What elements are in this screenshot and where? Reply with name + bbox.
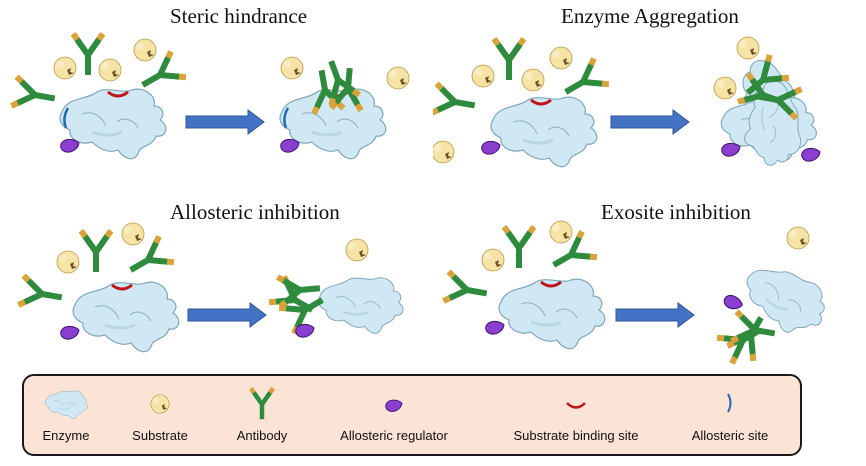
substrate-icon <box>98 58 122 82</box>
arrow-icon <box>185 109 265 135</box>
allosteric-regulator-icon <box>60 138 80 153</box>
allosteric-regulator-icon <box>721 292 745 314</box>
arrow-icon <box>610 109 690 135</box>
legend-label: Enzyme <box>42 428 90 443</box>
allosteric-inhibition-illustration <box>16 222 405 354</box>
panel-steric-hindrance: Steric hindrance <box>0 0 433 185</box>
legend-label: Substrate binding site <box>513 428 639 443</box>
enzyme-icon <box>497 277 607 351</box>
panel-title: Exosite inhibition <box>601 200 751 224</box>
substrate-icon <box>471 64 495 88</box>
substrate-icon <box>53 56 77 80</box>
enzyme-icon <box>489 95 599 169</box>
substrate-icon <box>280 56 304 80</box>
allosteric-regulator-icon <box>481 140 501 155</box>
panel-allosteric-inhibition: Allosteric inhibition <box>0 190 433 375</box>
enzyme-icon <box>317 276 405 335</box>
antibody-icon <box>78 228 114 272</box>
antibody-icon <box>16 272 65 315</box>
substrate-icon <box>386 66 410 90</box>
antibody-icon <box>433 80 478 123</box>
allosteric-regulator-icon <box>295 323 315 338</box>
antibody-icon <box>248 386 276 420</box>
allosteric-site-icon <box>63 107 70 129</box>
allosteric-site-icon <box>727 393 732 413</box>
steric-hindrance-illustration <box>9 31 410 161</box>
substrate-icon <box>521 68 545 92</box>
enzyme-icon <box>44 390 88 420</box>
substrate-icon <box>713 76 737 100</box>
panel-title: Enzyme Aggregation <box>561 4 739 28</box>
panel-title: Steric hindrance <box>170 4 308 28</box>
substrate-icon <box>549 220 573 244</box>
substrate-icon <box>56 250 80 274</box>
substrate-binding-site-icon <box>540 280 562 288</box>
substrate-icon <box>345 238 369 262</box>
allosteric-regulator-icon <box>801 147 821 162</box>
substrate-binding-site-icon <box>111 283 133 291</box>
allosteric-regulator-icon <box>721 142 741 157</box>
antibody-icon <box>501 224 537 268</box>
substrate-icon <box>433 140 455 164</box>
substrate-icon <box>481 248 505 272</box>
substrate-icon <box>736 36 760 60</box>
enzyme-icon <box>71 280 181 354</box>
legend: Enzyme Substrate Antibody Allosteric reg… <box>22 374 802 456</box>
allosteric-regulator-icon <box>60 325 80 340</box>
legend-label: Allosteric regulator <box>340 428 448 443</box>
legend-label: Allosteric site <box>691 428 769 443</box>
substrate-binding-site-icon <box>107 90 129 98</box>
arrow-icon <box>615 302 695 328</box>
allosteric-regulator-icon <box>485 320 505 335</box>
legend-label: Antibody <box>236 428 288 443</box>
allosteric-regulator-icon <box>280 138 300 153</box>
antibody-icon <box>9 73 58 116</box>
substrate-icon <box>133 38 157 62</box>
substrate-icon <box>150 394 170 414</box>
exosite-inhibition-illustration <box>441 220 836 367</box>
allosteric-regulator-icon <box>385 399 403 412</box>
antibody-icon <box>491 36 527 80</box>
substrate-binding-site-icon <box>530 98 552 106</box>
allosteric-site-icon <box>283 107 290 129</box>
panel-exosite-inhibition: Exosite inhibition <box>433 190 866 375</box>
antibody-icon <box>266 273 322 326</box>
antibody-icon <box>441 268 490 311</box>
substrate-icon <box>786 226 810 250</box>
substrate-icon <box>549 46 573 70</box>
substrate-binding-site-icon <box>566 402 586 409</box>
panel-enzyme-aggregation: Enzyme Aggregation <box>433 0 866 185</box>
arrow-icon <box>187 302 267 328</box>
substrate-icon <box>121 222 145 246</box>
legend-label: Substrate <box>132 428 188 443</box>
enzyme-aggregation-illustration <box>433 36 821 169</box>
panel-title: Allosteric inhibition <box>170 200 340 224</box>
